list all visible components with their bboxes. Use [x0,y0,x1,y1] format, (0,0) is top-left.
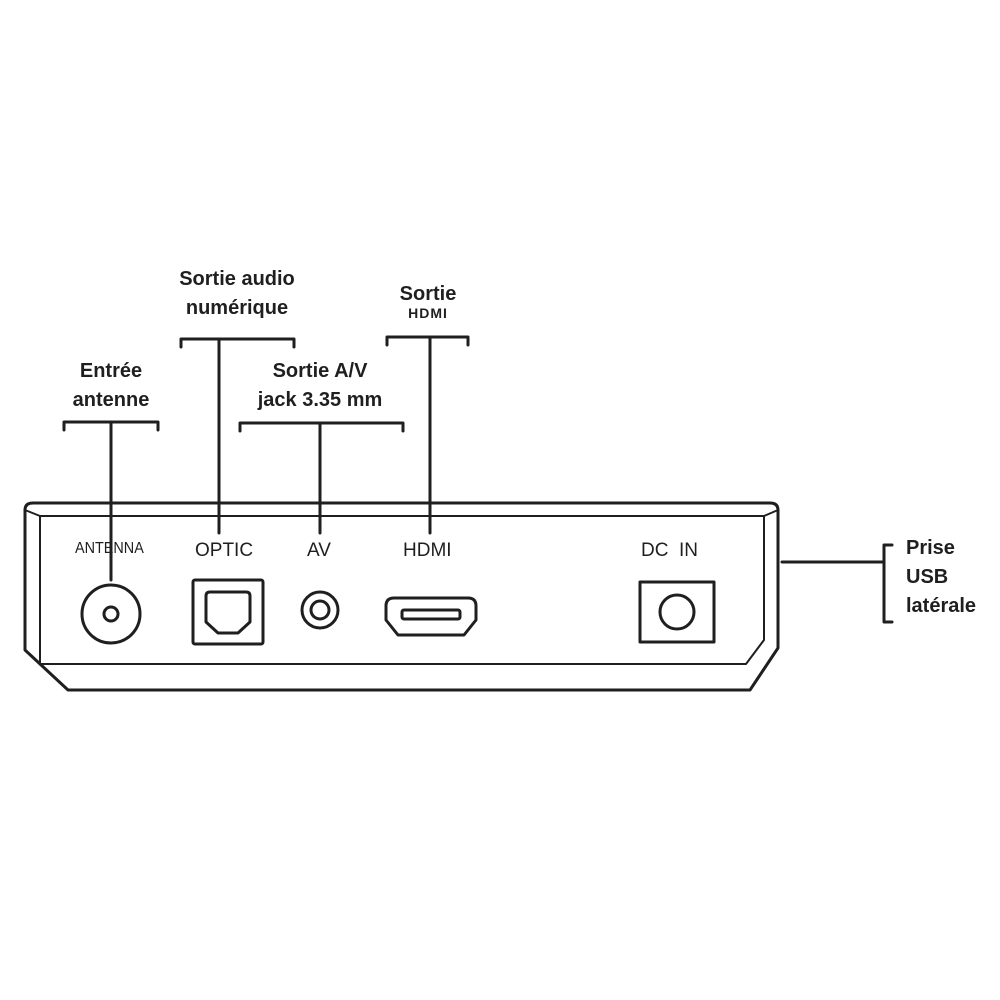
usb-callout-line3: latérale [906,595,977,617]
hdmi-connector-slot [400,608,462,621]
dc-in-hole [658,593,696,631]
av-callout: Sortie A/V jack 3.35 mm [245,357,395,415]
av-jack-hole [309,599,331,621]
optic-connector-socket [204,590,252,635]
optic-connector [191,578,265,646]
usb-callout-line1: Prise [906,537,955,559]
antenna-callout: Entrée antenne [61,357,161,415]
device-bevel-right [763,509,779,517]
optic-callout-line1: Sortie audio [179,268,295,290]
hdmi-callout: Sortie HDMI [388,281,468,321]
dc-in-connector [638,580,716,644]
optic-bracket [179,337,296,349]
antenna-connector [80,583,142,645]
port-label-optic: OPTIC [195,540,254,561]
hdmi-connector [384,596,478,637]
av-callout-line1: Sortie A/V [272,360,368,382]
usb-callout-line2: USB [906,566,949,588]
usb-bracket [882,543,894,624]
optic-callout: Sortie audio numérique [162,265,312,323]
device-outer-outline [23,501,780,692]
port-label-hdmi: HDMI [403,540,452,561]
av-callout-line2: jack 3.35 mm [257,389,383,411]
usb-callout: Prise USB latérale [906,534,996,621]
av-jack [300,590,340,630]
device-inner-outline [39,515,765,665]
antenna-callout-line1: Entrée [79,360,143,382]
hdmi-logo: HDMI [408,305,448,321]
hdmi-bracket [385,335,470,347]
antenna-callout-line2: antenne [72,389,150,411]
device-bevel-left [24,509,41,517]
antenna-connector-pin [102,605,120,623]
port-label-dc-in: DC IN [641,540,698,561]
port-label-antenna: ANTENNA [75,540,144,557]
hdmi-callout-line1: Sortie [399,283,457,305]
port-label-av: AV [307,540,331,561]
optic-callout-line2: numérique [185,297,289,319]
